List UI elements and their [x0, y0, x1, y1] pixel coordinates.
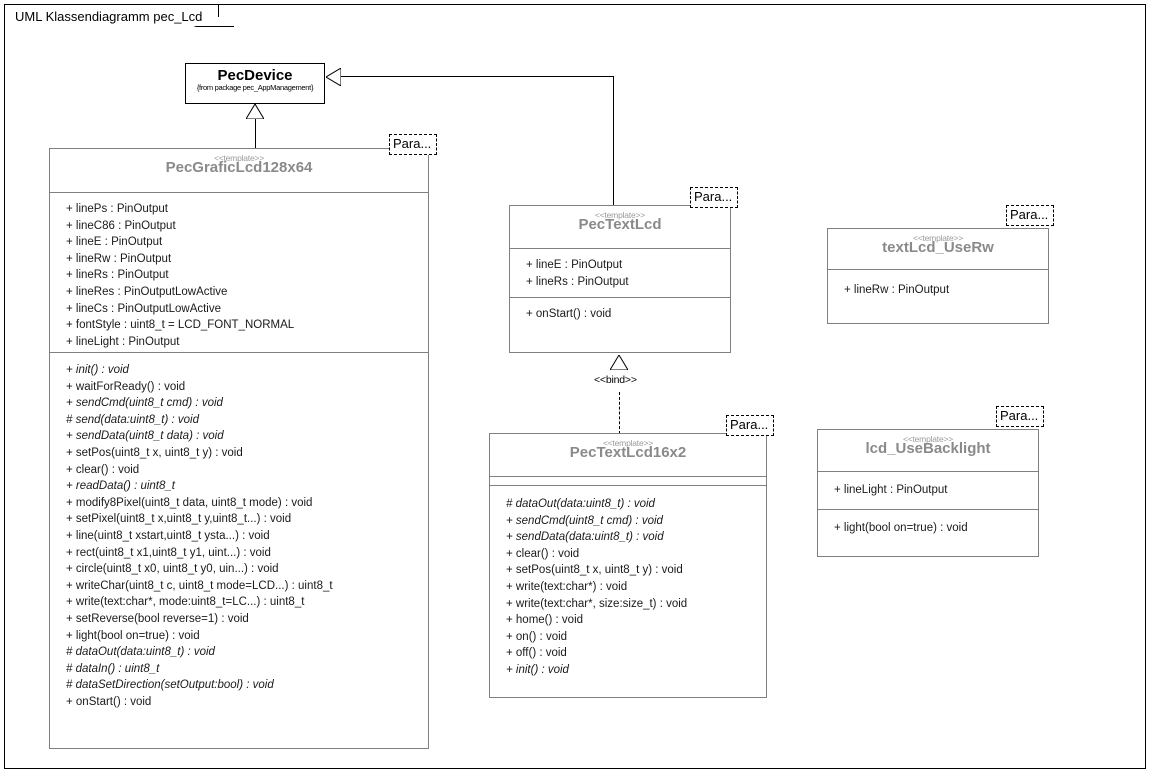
- class-textlcd-userw[interactable]: <<template>> textLcd_UseRw + lineRw : Pi…: [827, 228, 1049, 324]
- template-param-box-userw[interactable]: Para...: [1006, 205, 1055, 226]
- operation-row: + sendData(data:uint8_t) : void: [506, 531, 664, 544]
- class-pectextlcd16x2-stereotype: <<template>>: [602, 438, 654, 448]
- class-lcd-usebacklight-attributes: + lineLight : PinOutput: [818, 471, 1038, 509]
- attribute-row: + lineRs : PinOutput: [526, 275, 629, 288]
- operation-row: + home() : void: [506, 614, 584, 627]
- bind-arrow-head: [610, 355, 628, 370]
- class-lcd-usebacklight-name: lcd_UseBacklight: [865, 440, 991, 457]
- class-pecdevice-name: PecDevice: [217, 67, 293, 84]
- operation-row: + onStart() : void: [66, 695, 152, 708]
- operation-row: + clear() : void: [506, 547, 580, 560]
- attribute-row: + lineLight : PinOutput: [834, 484, 948, 496]
- class-lcd-usebacklight-stereotype: <<template>>: [902, 434, 954, 444]
- class-pectextlcd[interactable]: <<template>> PecTextLcd + lineE : PinOut…: [509, 205, 731, 353]
- operation-row: # dataOut(data:uint8_t) : void: [506, 498, 655, 510]
- class-pectextlcd-attributes: + lineE : PinOutput + lineRs : PinOutput: [510, 248, 730, 297]
- generalization-arrow-grafic: [246, 104, 264, 119]
- template-param-box-textlcd[interactable]: Para...: [690, 187, 739, 208]
- class-textlcd-userw-attributes: + lineRw : PinOutput: [828, 269, 1048, 324]
- operation-row: + sendCmd(uint8_t cmd) : void: [506, 514, 663, 527]
- class-pectextlcd-operations: + onStart() : void: [510, 297, 730, 353]
- operation-row: + sendData(uint8_t data) : void: [66, 430, 224, 443]
- attribute-row: + lineRes : PinOutputLowActive: [66, 285, 228, 298]
- class-textlcd-userw-name: textLcd_UseRw: [882, 239, 994, 256]
- attribute-row: + lineRs : PinOutput: [66, 269, 169, 282]
- class-pectextlcd16x2[interactable]: <<template>> PecTextLcd16x2 # dataOut(da…: [489, 433, 767, 698]
- diagram-title: UML Klassendiagramm pec_Lcd: [15, 8, 203, 24]
- operation-row: + off() : void: [506, 647, 567, 660]
- operation-row: + sendCmd(uint8_t cmd) : void: [66, 397, 223, 410]
- operation-row: + setPos(uint8_t x, uint8_t y) : void: [506, 564, 683, 577]
- class-pecdevice[interactable]: PecDevice {from package pec_AppManagemen…: [185, 63, 325, 104]
- class-textlcd-userw-header: <<template>> textLcd_UseRw: [828, 229, 1048, 269]
- operation-row: # dataSetDirection(setOutput:bool) : voi…: [66, 679, 274, 692]
- class-pectextlcd16x2-name: PecTextLcd16x2: [569, 444, 687, 461]
- class-pecgraficlcd128x64[interactable]: <<template>> PecGraficLcd128x64 + linePs…: [49, 148, 429, 749]
- generalization-textlcd-vertical: [613, 76, 614, 206]
- template-param-box-grafic[interactable]: Para...: [389, 134, 438, 155]
- operation-row: + modify8Pixel(uint8_t data, uint8_t mod…: [66, 496, 313, 509]
- class-pecdevice-subtitle: {from package pec_AppManagement}: [196, 83, 314, 92]
- class-pecgraficlcd128x64-stereotype: <<template>>: [213, 153, 265, 163]
- class-pectextlcd-stereotype: <<template>>: [594, 210, 646, 220]
- operation-row: # send(data:uint8_t) : void: [66, 413, 199, 426]
- operation-row: + writeChar(uint8_t c, uint8_t mode=LCD.…: [66, 579, 333, 592]
- template-param-box-backlight[interactable]: Para...: [996, 406, 1045, 427]
- class-pecgraficlcd128x64-attributes: + linePs : PinOutput + lineC86 : PinOutp…: [50, 192, 428, 352]
- class-pectextlcd16x2-header: <<template>> PecTextLcd16x2: [490, 434, 766, 476]
- operation-row: + setPos(uint8_t x, uint8_t y) : void: [66, 446, 243, 459]
- operation-row: + clear() : void: [66, 463, 140, 476]
- class-lcd-usebacklight-operations: + light(bool on=true) : void: [818, 509, 1038, 556]
- operation-row: + write(text:char*) : void: [506, 580, 628, 593]
- operation-row: + setPixel(uint8_t x,uint8_t y,uint8_t..…: [66, 513, 292, 526]
- class-pectextlcd-header: <<template>> PecTextLcd: [510, 206, 730, 248]
- attribute-row: + lineCs : PinOutputLowActive: [66, 302, 222, 315]
- attribute-row: + lineE : PinOutput: [526, 259, 623, 271]
- class-textlcd-userw-stereotype: <<template>>: [912, 233, 964, 243]
- operation-row: + init() : void: [66, 364, 129, 376]
- operation-row: + rect(uint8_t x1,uint8_t y1, uint...) :…: [66, 546, 271, 559]
- operation-row: + waitForReady() : void: [66, 380, 186, 393]
- diagram-title-tab: UML Klassendiagramm pec_Lcd: [4, 4, 220, 27]
- generalization-arrow-textlcd: [326, 68, 341, 86]
- attribute-row: + lineRw : PinOutput: [844, 284, 950, 296]
- class-lcd-usebacklight-header: <<template>> lcd_UseBacklight: [818, 430, 1038, 471]
- bind-stereotype-label: <<bind>>: [593, 374, 638, 386]
- class-pecdevice-header: PecDevice {from package pec_AppManagemen…: [186, 64, 324, 97]
- operation-row: + init() : void: [506, 663, 569, 676]
- attribute-row: + lineRw : PinOutput: [66, 252, 172, 265]
- class-pectextlcd-name: PecTextLcd: [578, 216, 662, 233]
- class-lcd-usebacklight[interactable]: <<template>> lcd_UseBacklight + lineLigh…: [817, 429, 1039, 557]
- class-pectextlcd16x2-operations: # dataOut(data:uint8_t) : void + sendCmd…: [490, 485, 766, 687]
- class-pectextlcd16x2-attributes: [490, 476, 766, 485]
- operation-row: + circle(uint8_t x0, uint8_t y0, uin...)…: [66, 563, 279, 576]
- operation-row: + on() : void: [506, 630, 568, 643]
- attribute-row: + lineLight : PinOutput: [66, 335, 180, 348]
- class-pecgraficlcd128x64-name: PecGraficLcd128x64: [165, 159, 313, 176]
- operation-row: + setReverse(bool reverse=1) : void: [66, 612, 249, 625]
- generalization-textlcd-horizontal: [341, 76, 614, 77]
- attribute-row: + linePs : PinOutput: [66, 203, 168, 215]
- operation-row: # dataOut(data:uint8_t) : void: [66, 646, 215, 659]
- operation-row: + line(uint8_t xstart,uint8_t ysta...) :…: [66, 529, 270, 542]
- attribute-row: + fontStyle : uint8_t = LCD_FONT_NORMAL: [66, 319, 295, 332]
- bind-dashed-line: [619, 392, 620, 434]
- operation-row: # dataIn() : uint8_t: [66, 662, 160, 675]
- attribute-row: + lineE : PinOutput: [66, 236, 163, 249]
- template-param-box-lcd16x2[interactable]: Para...: [726, 415, 775, 436]
- class-pecgraficlcd128x64-operations: + init() : void + waitForReady() : void …: [50, 352, 428, 718]
- operation-row: + light(bool on=true) : void: [66, 629, 200, 642]
- class-pecgraficlcd128x64-header: <<template>> PecGraficLcd128x64: [50, 149, 428, 192]
- operation-row: + readData() : uint8_t: [66, 480, 175, 493]
- operation-row: + write(text:char*, mode:uint8_t=LC...) …: [66, 596, 305, 609]
- operation-row: + write(text:char*, size:size_t) : void: [506, 597, 688, 610]
- attribute-row: + lineC86 : PinOutput: [66, 219, 176, 232]
- generalization-grafic-to-pecdevice-line: [255, 104, 256, 148]
- operation-row: + onStart() : void: [526, 308, 612, 320]
- operation-row: + light(bool on=true) : void: [834, 522, 968, 534]
